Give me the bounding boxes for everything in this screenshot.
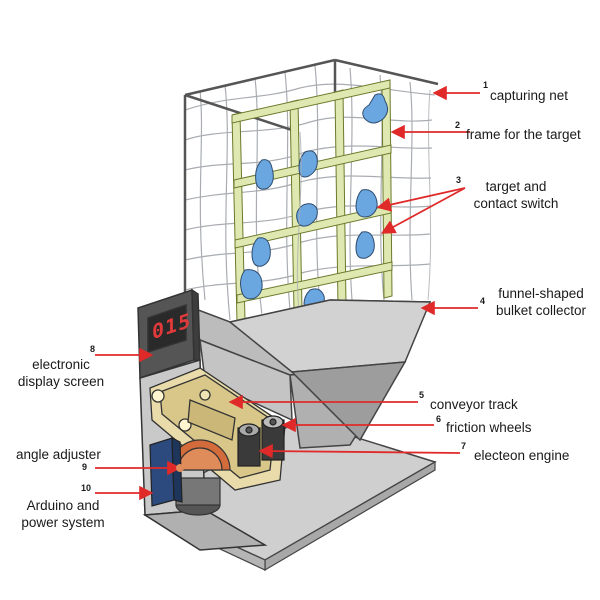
- label-5-text: conveyor track: [430, 397, 518, 412]
- net-support-frame: [183, 58, 439, 305]
- label-10-text: Arduino and power system: [8, 497, 118, 531]
- label-4-line-2: bulket collector: [495, 303, 587, 318]
- label-6-number: 6: [436, 414, 442, 424]
- callout-arrows: [95, 85, 480, 501]
- label-3-number: 3: [456, 175, 462, 185]
- label-1-text: capturing net: [490, 88, 569, 103]
- label-10-line-2: power system: [21, 515, 105, 530]
- label-8-number: 8: [90, 344, 96, 354]
- label-9-number: 9: [82, 462, 88, 472]
- label-8-text: electronic display screen: [6, 356, 116, 390]
- label-3-line-1: target and: [485, 179, 547, 194]
- adjuster-point: [176, 464, 184, 472]
- arrow-7: [258, 443, 461, 459]
- label-5-number: 5: [419, 390, 425, 400]
- label-2-number: 2: [455, 120, 461, 130]
- arduino-power: [149, 437, 183, 507]
- label-4-text: funnel-shaped bulket collector: [486, 285, 596, 319]
- label-3-line-2: contact switch: [473, 196, 559, 211]
- arrow-3a: [376, 187, 466, 212]
- label-8-line-2: display screen: [17, 374, 105, 389]
- label-7-number: 7: [461, 441, 467, 451]
- label-2-text: frame for the target: [466, 127, 581, 142]
- label-10-number: 10: [81, 483, 92, 493]
- arrow-3b: [380, 187, 466, 234]
- label-3-text: target and contact switch: [466, 178, 566, 212]
- label-10-line-1: Arduino and: [26, 498, 100, 513]
- targets: [240, 93, 389, 313]
- label-4-number: 4: [480, 296, 486, 306]
- label-1-number: 1: [483, 80, 489, 90]
- label-8-line-1: electronic: [32, 357, 90, 372]
- label-4-line-1: funnel-shaped: [498, 286, 584, 301]
- funnel-collector: [183, 299, 432, 449]
- label-9-text: angle adjuster: [16, 447, 101, 462]
- label-6-text: friction wheels: [446, 420, 532, 435]
- label-7-text: electeon engine: [474, 448, 570, 463]
- net-front: [296, 89, 432, 321]
